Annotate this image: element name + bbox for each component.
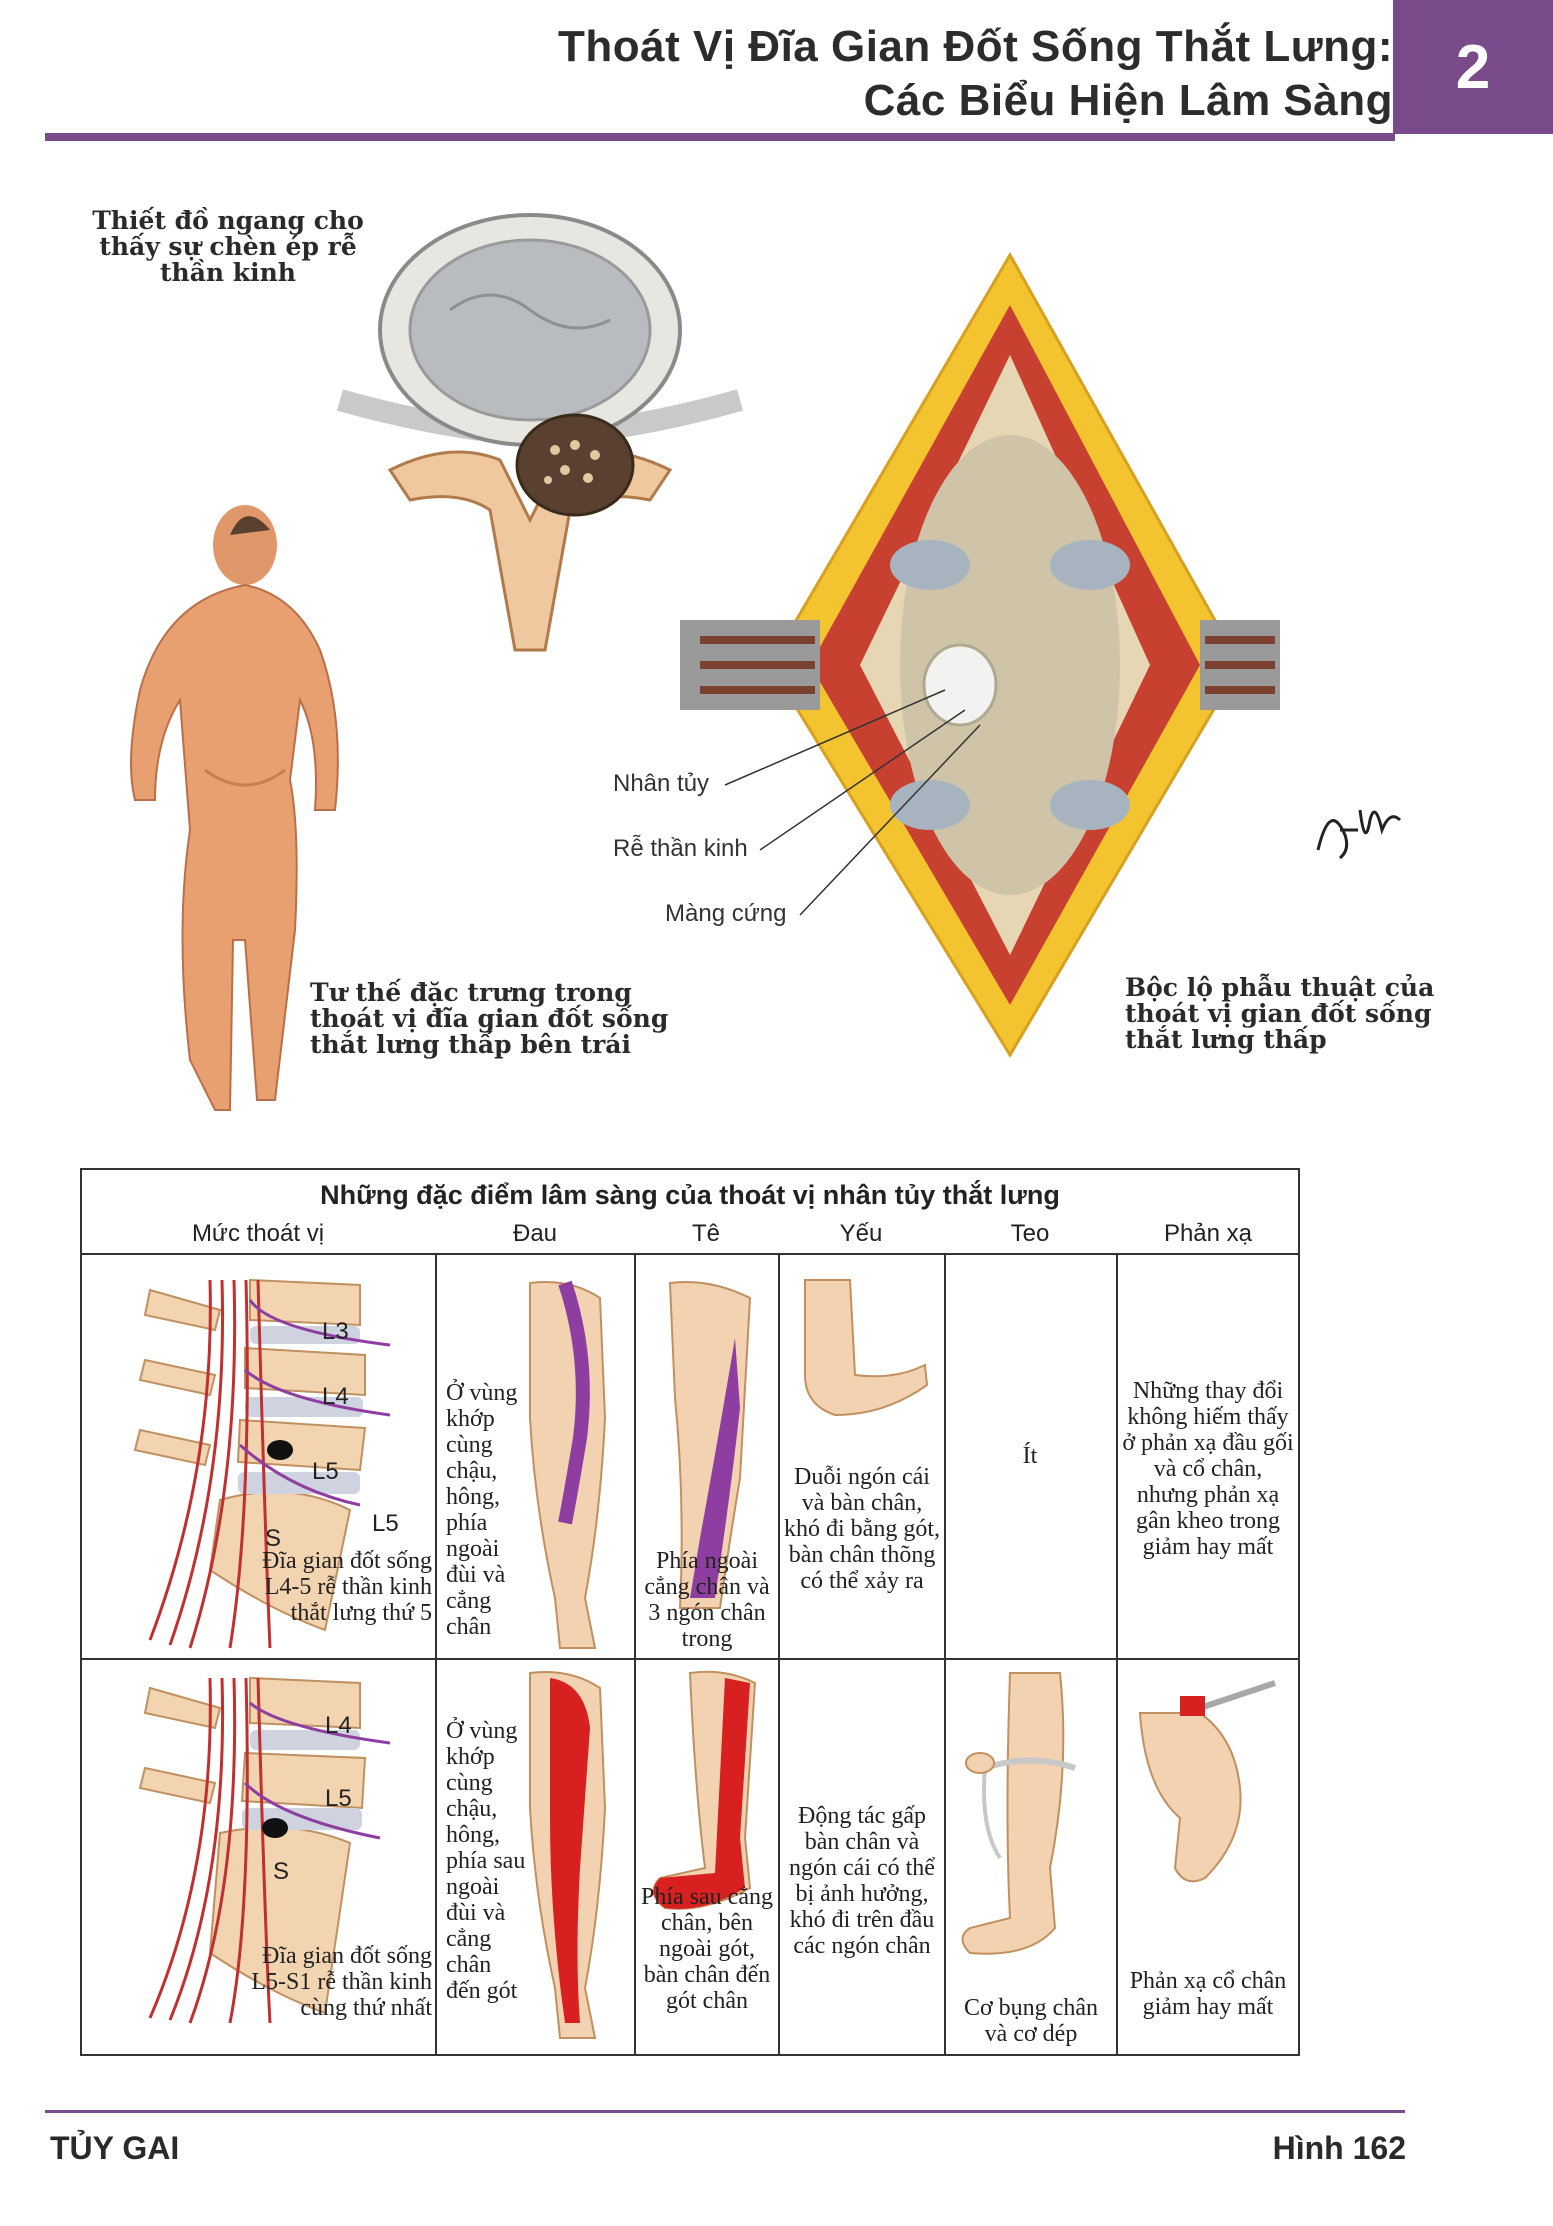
table-row-divider: [80, 1658, 1300, 1660]
col-head-level: Mức thoát vị: [191, 1220, 325, 1247]
row2-atrophy-text: Cơ bụng chân và cơ dép: [963, 1995, 1098, 2047]
col-divider-1: [435, 1253, 437, 2056]
clinical-features-table: [80, 1168, 1300, 2056]
level-label-l5: L5: [312, 1458, 339, 1485]
label-dura: Màng cứng: [665, 900, 787, 927]
posture-caption: Tư thế đặc trưng trong thoát vị đĩa gian…: [310, 978, 669, 1059]
col-head-numbness: Tê: [691, 1220, 720, 1247]
row2-numbness-leg-illustration: [652, 1670, 757, 1910]
footer-section-name: TỦY GAI: [50, 2130, 180, 2166]
row1-level-text: Đĩa gian đốt sống L4-5 rễ thần kinh thắt…: [262, 1548, 432, 1626]
label-nerve-root: Rễ thần kinh: [613, 835, 748, 862]
table-title: Những đặc điểm lâm sàng của thoát vị nhâ…: [320, 1180, 1060, 1210]
row2-atrophy-calf-measure-illustration: [961, 1672, 1076, 1955]
label-nucleus: Nhân tủy: [613, 770, 710, 797]
level-label-l4-row2: L4: [325, 1712, 352, 1739]
page-title-line-1: Thoát Vị Đĩa Gian Đốt Sống Thắt Lưng:: [558, 22, 1393, 71]
table-header-divider: [80, 1253, 1300, 1255]
row2-level-text: Đĩa gian đốt sống L5-S1 rễ thần kinh cùn…: [251, 1943, 432, 2021]
col-head-weakness: Yếu: [839, 1220, 883, 1247]
col-divider-5: [1116, 1253, 1118, 2056]
col-head-reflex: Phản xạ: [1163, 1220, 1253, 1247]
row1-weakness-foot-illustration: [804, 1279, 929, 1417]
row1-weakness-text: Duỗi ngón cái và bàn chân, khó đi bằng g…: [784, 1464, 940, 1594]
vertebra-cross-section-illustration: [336, 213, 744, 652]
row1-numbness-text: Phía ngoài cẳng chân và 3 ngón chân tron…: [644, 1548, 770, 1652]
col-divider-3: [778, 1253, 780, 2056]
posture-figure-illustration: [130, 505, 339, 1111]
footer-figure-ref: Hình 162: [1272, 2130, 1406, 2166]
netter-signature: [1316, 809, 1402, 860]
spine-illustration-l5-s1: [138, 1676, 391, 2024]
row1-pain-leg-illustration: [529, 1280, 607, 1649]
chapter-number-badge: 2: [1393, 0, 1553, 134]
level-label-l3: L3: [322, 1318, 349, 1345]
row1-reflex-text: Những thay đổi không hiếm thấy ở phản xạ…: [1122, 1378, 1294, 1560]
col-head-pain: Đau: [512, 1220, 558, 1247]
page-title-line-2: Các Biểu Hiện Lâm Sàng: [863, 76, 1393, 125]
level-label-l5-root: L5: [372, 1510, 399, 1537]
level-label-s: S: [265, 1525, 282, 1552]
level-label-l4: L4: [322, 1383, 349, 1410]
header-divider: [45, 133, 1395, 141]
row2-weakness-text: Động tác gấp bàn chân và ngón cái có thể…: [789, 1803, 935, 1959]
col-divider-2: [634, 1253, 636, 2056]
row1-numbness-leg-illustration: [668, 1281, 752, 1609]
row1-pain-text: Ở vùng khớp cùng chậu, hông, phía ngoài …: [446, 1380, 518, 1640]
row2-reflex-text: Phản xạ cổ chân giảm hay mất: [1129, 1968, 1287, 2020]
spine-illustration-l4-l5: [133, 1278, 391, 1649]
cross-section-caption: Thiết đồ ngang cho thấy sự chèn ép rễ th…: [92, 206, 364, 287]
footer-divider: [45, 2110, 1405, 2113]
col-divider-4: [944, 1253, 946, 2056]
level-label-l5-row2: L5: [325, 1785, 352, 1812]
col-head-atrophy: Teo: [1010, 1220, 1050, 1247]
row1-atrophy-text: Ít: [1022, 1443, 1038, 1469]
level-label-s-row2: S: [273, 1858, 290, 1885]
surgical-exposure-illustration: [680, 251, 1280, 1058]
surgical-caption: Bộc lộ phẫu thuật của thoát vị gian đốt …: [1125, 973, 1435, 1054]
row2-pain-text: Ở vùng khớp cùng chậu, hông, phía sau ng…: [446, 1718, 526, 2004]
row2-pain-leg-illustration: [529, 1671, 607, 2039]
row2-numbness-text: Phía sau cẳng chân, bên ngoài gót, bàn c…: [641, 1884, 773, 2014]
row2-reflex-hammer-illustration: [1138, 1680, 1276, 1883]
